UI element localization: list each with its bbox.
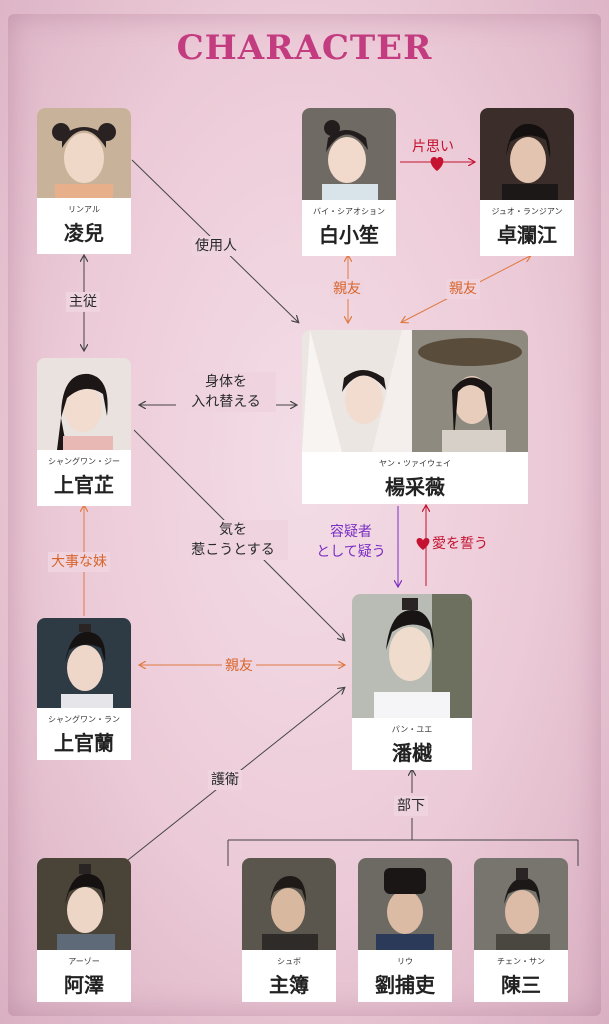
ruby-shubo: シュボ bbox=[277, 957, 301, 966]
portrait-shangguan-lan bbox=[37, 618, 131, 708]
label-master-servant: 主従 bbox=[66, 292, 100, 312]
name-shangguan-zhi: 上官芷 bbox=[54, 473, 114, 497]
card-liu: リウ 劉捕吏 bbox=[358, 950, 452, 1002]
card-shangguan-lan: シャングワン・ラン 上官蘭 bbox=[37, 708, 131, 760]
portrait-shubo bbox=[242, 858, 336, 950]
ruby-chen: チェン・サン bbox=[497, 957, 545, 966]
card-zhuo: ジュオ・ランジアン 卓瀾江 bbox=[480, 200, 574, 256]
label-attention-line2: 惹こうとする bbox=[178, 540, 288, 560]
portrait-shangguan-zhi bbox=[37, 358, 131, 450]
name-shangguan-lan: 上官蘭 bbox=[54, 731, 114, 755]
portrait-liu bbox=[358, 858, 452, 950]
ruby-yang: ヤン・ツァイウェイ bbox=[379, 459, 451, 468]
card-shangguan-zhi: シャングワン・ジー 上官芷 bbox=[37, 450, 131, 506]
card-bai: バイ・シアオション 白小笙 bbox=[302, 200, 396, 256]
label-body-swap-line2: 入れ替える bbox=[176, 392, 276, 412]
name-bai: 白小笙 bbox=[319, 223, 379, 247]
label-suspect-line2: として疑う bbox=[316, 544, 386, 560]
ruby-azhe: アーゾー bbox=[68, 957, 100, 966]
name-liu: 劉捕吏 bbox=[375, 973, 435, 997]
ruby-liu: リウ bbox=[397, 957, 413, 966]
portrait-pan bbox=[352, 594, 472, 718]
ruby-linger: リンアル bbox=[68, 205, 100, 214]
label-bestfriend-zhuo: 親友 bbox=[446, 279, 480, 299]
heart-icon bbox=[416, 538, 430, 550]
name-shubo: 主簿 bbox=[269, 973, 309, 997]
ruby-shangguan-lan: シャングワン・ラン bbox=[48, 715, 120, 724]
label-vow-love-text: 愛を誓う bbox=[432, 536, 488, 552]
label-servant: 使用人 bbox=[192, 236, 240, 256]
name-linger: 凌兒 bbox=[64, 221, 104, 245]
card-chen: チェン・サン 陳三 bbox=[474, 950, 568, 1002]
card-pan: パン・ユエ 潘樾 bbox=[352, 718, 472, 770]
label-attention: 気を 惹こうとする bbox=[178, 520, 288, 560]
portrait-linger bbox=[37, 108, 131, 198]
label-body-swap-line1: 身体を bbox=[176, 372, 276, 392]
ruby-shangguan-zhi: シャングワン・ジー bbox=[48, 457, 120, 466]
card-azhe: アーゾー 阿澤 bbox=[37, 950, 131, 1002]
label-suspect-line1: 容疑者 bbox=[330, 524, 372, 540]
name-yang: 楊采薇 bbox=[385, 475, 445, 499]
label-bestfriend-bai: 親友 bbox=[330, 279, 364, 299]
card-shubo: シュボ 主簿 bbox=[242, 950, 336, 1002]
label-dear-sister: 大事な妹 bbox=[48, 552, 110, 572]
page-title: CHARACTER bbox=[176, 28, 433, 68]
card-linger: リンアル 凌兒 bbox=[37, 198, 131, 254]
ruby-zhuo: ジュオ・ランジアン bbox=[491, 207, 563, 216]
label-body-swap: 身体を 入れ替える bbox=[176, 372, 276, 412]
name-zhuo: 卓瀾江 bbox=[497, 223, 557, 247]
heart-icon bbox=[430, 157, 444, 171]
label-unrequited: 片思い bbox=[412, 139, 454, 155]
label-bestfriend-lan: 親友 bbox=[222, 656, 256, 676]
card-yang: ヤン・ツァイウェイ 楊采薇 bbox=[302, 452, 528, 504]
label-attention-line1: 気を bbox=[178, 520, 288, 540]
ruby-bai: バイ・シアオション bbox=[313, 207, 385, 216]
name-chen: 陳三 bbox=[501, 973, 541, 997]
portrait-bai bbox=[302, 108, 396, 200]
portrait-azhe bbox=[37, 858, 131, 950]
ruby-pan: パン・ユエ bbox=[391, 725, 433, 734]
portrait-chen bbox=[474, 858, 568, 950]
portrait-yang bbox=[302, 330, 528, 452]
name-azhe: 阿澤 bbox=[64, 973, 104, 997]
label-escort: 護衛 bbox=[208, 770, 242, 790]
name-pan: 潘樾 bbox=[392, 741, 432, 765]
portrait-zhuo bbox=[480, 108, 574, 200]
label-suspect: 容疑者 として疑う bbox=[310, 522, 392, 562]
label-vow-love: 愛を誓う bbox=[416, 534, 488, 554]
label-subordinates: 部下 bbox=[394, 796, 428, 816]
